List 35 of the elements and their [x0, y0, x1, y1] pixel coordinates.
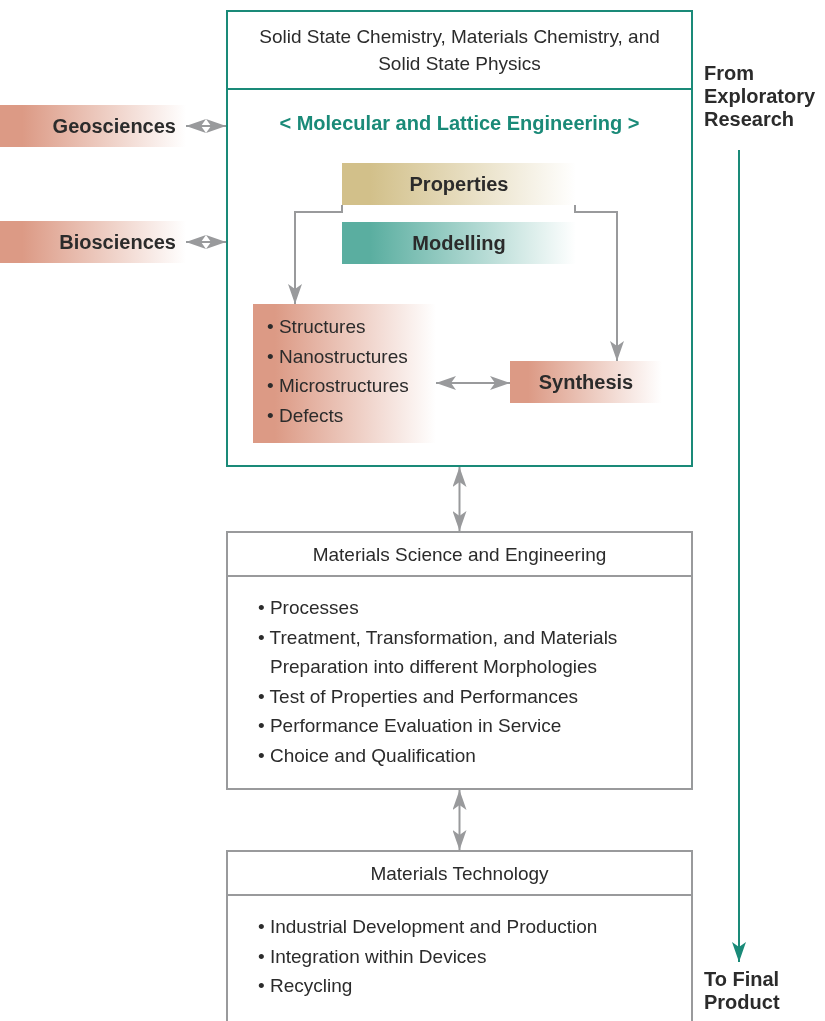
section-box: [226, 531, 693, 790]
list-item: • Treatment, Transformation, and Materials Preparation into different Morphologies: [258, 625, 619, 679]
list-item: • Integration within Devices: [258, 944, 488, 969]
arrow: [452, 789, 467, 851]
list-item: • Performance Evaluation in Service: [258, 714, 563, 738]
list-item: • Nanostructures: [267, 344, 409, 369]
label-bar: [510, 361, 662, 403]
bar-label: Biosciences: [59, 230, 176, 254]
section-frame: [226, 10, 693, 467]
list-item: • Test of Properties and Performances: [258, 684, 579, 709]
section-heading: Solid State Chemistry, Materials Chemistry, and Solid State Physics: [228, 12, 691, 90]
list-item: • Microstructures: [267, 374, 410, 398]
arrow: [185, 235, 227, 249]
flow-label: To Final Product: [704, 968, 781, 1014]
list-item: • Defects: [267, 403, 345, 428]
bar-label: Properties: [409, 172, 509, 196]
arrow: [185, 119, 227, 133]
list-item: • Processes: [258, 596, 360, 620]
list-item: • Structures: [267, 315, 367, 339]
list-item: • Recycling: [258, 974, 354, 998]
list-item: • Industrial Development and Production: [258, 915, 599, 939]
subheading: < Molecular and Lattice Engineering >: [278, 112, 641, 135]
arrow: [288, 204, 343, 305]
arrow: [452, 466, 467, 532]
arrow: [435, 376, 511, 390]
flow-label: From Exploratory Research: [704, 62, 817, 131]
list-item: • Choice and Qualification: [258, 743, 477, 768]
arrow: [732, 149, 746, 963]
bar-label: Geosciences: [52, 114, 176, 138]
bar-label: Synthesis: [538, 370, 634, 394]
bar-label: Modelling: [412, 231, 506, 255]
arrow: [574, 204, 624, 362]
section-box: [226, 850, 693, 1021]
section-heading: Materials Science and Engineering: [228, 533, 691, 577]
section-heading: Materials Technology: [228, 852, 691, 896]
